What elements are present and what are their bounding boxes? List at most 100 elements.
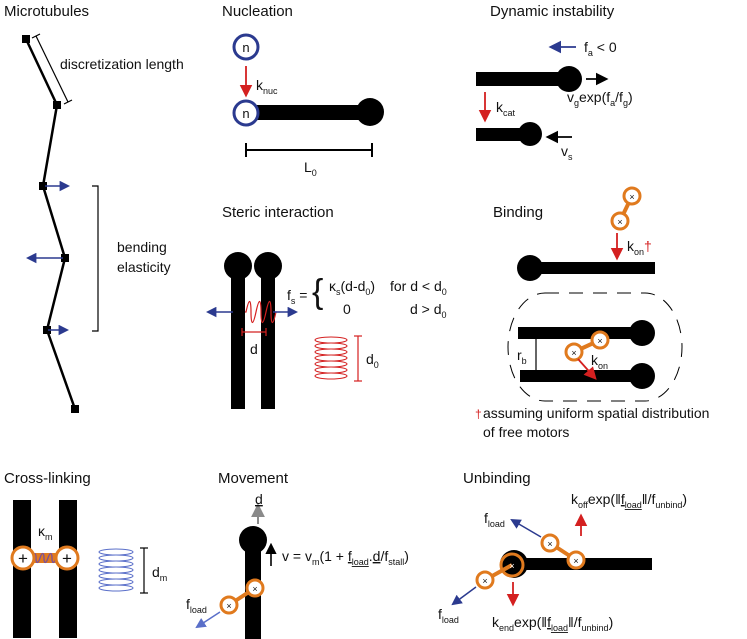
velocity-equation: v = vm(1 + fload.d/fstall): [282, 548, 409, 567]
free-nucleus: [232, 33, 260, 61]
binding-note-line-1: assuming uniform spatial distribution: [483, 405, 709, 421]
filament-node: [61, 254, 69, 262]
cross-glyph-icon: ×: [597, 336, 602, 346]
motor-head: [475, 570, 495, 590]
catastrophe-rate-label: kcat: [496, 99, 516, 118]
filament-node: [22, 35, 30, 43]
initial-length-label: L0: [304, 159, 317, 178]
panel-microtubules: Microtubules discretization length bendi…: [4, 3, 184, 413]
crosslinker-head: [10, 545, 36, 571]
discretized-filament: [24, 38, 77, 410]
steric-title: Steric interaction: [222, 204, 334, 221]
nucleation-rate-label: knuc: [256, 77, 278, 96]
panel-binding: Binding × × kon† × × kon rb † assuming u…: [475, 186, 709, 440]
load-force-label-lower: fload: [438, 606, 459, 625]
nucleation-title: Nucleation: [222, 3, 293, 20]
panel-movement: Movement d × × fload v = vm(1 + fload.d/…: [186, 470, 409, 639]
cross-glyph-icon: ×: [617, 217, 622, 227]
steric-filament-right: [261, 266, 275, 409]
dagger-footnote-mark: †: [475, 407, 482, 421]
cross-glyph-icon: ×: [226, 601, 231, 611]
filament-plus-end: [629, 363, 655, 389]
motor-head: [610, 211, 630, 231]
cross-glyph-icon: ×: [571, 348, 576, 358]
steric-spring: [245, 300, 277, 324]
microtubules-title: Microtubules: [4, 3, 89, 20]
load-force-arrow: [510, 518, 542, 538]
filament-plus-end: [629, 320, 655, 346]
panel-steric-interaction: Steric interaction d fs = { κs(d-d0) 0 f…: [205, 204, 447, 409]
nucleus-letter: n: [242, 106, 249, 121]
bending-label: bending: [117, 239, 167, 255]
filament-plus-end: [224, 252, 252, 280]
shrink-velocity-label: vs: [561, 143, 573, 162]
movement-title: Movement: [218, 470, 289, 487]
filament-plus-end: [356, 98, 384, 126]
growing-filament: [476, 72, 570, 86]
steric-force-label: fs =: [287, 287, 307, 306]
plus-glyph-icon: +: [62, 549, 72, 568]
steric-condition-2: d > d0: [410, 301, 447, 320]
filament-node: [43, 326, 51, 334]
filament-node: [71, 405, 79, 413]
bending-bracket: [92, 185, 99, 332]
plus-glyph-icon: +: [18, 549, 28, 568]
growing-plus-end: [556, 66, 582, 92]
steric-condition-1: for d < d0: [390, 278, 447, 297]
filament-top: [518, 327, 644, 339]
bound-nucleus: [232, 99, 260, 127]
steric-case-2: 0: [343, 301, 351, 317]
steric-case-1: κs(d-d0): [329, 278, 375, 297]
dynamic-instability-title: Dynamic instability: [490, 3, 615, 20]
binding-note-line-2: of free motors: [483, 424, 569, 440]
load-force-arrow: [195, 611, 221, 629]
cross-glyph-icon: ×: [252, 584, 257, 594]
cross-glyph-icon: ×: [482, 576, 487, 586]
panel-unbinding: Unbinding koffexp(‖fload‖/funbind) × × f…: [438, 470, 687, 633]
applied-force-label: fa < 0: [584, 39, 617, 58]
motor-head: [590, 330, 610, 350]
motor-head: [564, 342, 584, 362]
crosslink-stiffness-label: κm: [38, 523, 53, 542]
motor-head: [219, 595, 239, 615]
unbinding-title: Unbinding: [463, 470, 531, 487]
panel-nucleation: Nucleation n knuc n L0: [222, 3, 384, 178]
panel-cross-linking: Cross-linking + + κm dm: [4, 470, 167, 638]
filament-plus-end: [239, 526, 267, 554]
second-binding-label: kon: [591, 352, 608, 371]
unbinding-filament: [526, 558, 652, 570]
end-bound-head-ring: [499, 552, 525, 578]
shrinking-filament: [476, 128, 532, 141]
crosslink-length-label: dm: [152, 564, 167, 583]
load-force-label-upper: fload: [484, 510, 505, 529]
steric-filament-left: [231, 266, 245, 409]
load-force-label: fload: [186, 596, 207, 615]
load-force-arrow: [451, 586, 477, 606]
end-unbinding-rate-label: kendexp(‖fload‖/funbind): [492, 614, 613, 633]
rest-length-spring: [314, 336, 348, 380]
filament-plus-end: [517, 255, 543, 281]
motor-head: [245, 578, 265, 598]
second-head-binding-arrow: [577, 358, 597, 380]
crosslinker-head: [54, 545, 80, 571]
motor-head: [622, 186, 642, 206]
case-brace: {: [312, 273, 323, 311]
cross-glyph-icon: ×: [629, 192, 634, 202]
binding-range-outline: [507, 292, 683, 402]
cross-linking-title: Cross-linking: [4, 470, 91, 487]
cross-glyph-icon: ×: [573, 556, 578, 566]
crosslinker-spring-housing: [30, 553, 62, 563]
elasticity-label: elasticity: [117, 259, 171, 275]
spacing-label: d: [250, 341, 258, 357]
discretization-label: discretization length: [60, 56, 184, 72]
filament-node: [53, 101, 61, 109]
nucleated-filament: [256, 105, 372, 120]
unbinding-rate-label: koffexp(‖fload‖/funbind): [571, 491, 687, 510]
crosslink-rest-spring: [98, 548, 134, 592]
motor-head: [566, 550, 586, 570]
filament-bottom: [520, 370, 644, 382]
bracket-cap: [31, 33, 41, 39]
binding-radius-bracket: [535, 334, 542, 377]
filament-plus-end: [254, 252, 282, 280]
